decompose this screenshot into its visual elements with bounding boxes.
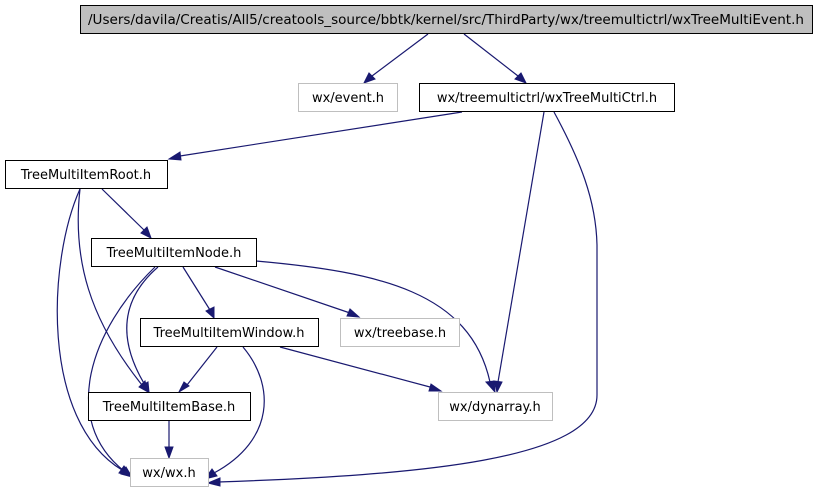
edge-itemnode-itemwindow: [182, 266, 211, 311]
node-root-file-box: [80, 5, 813, 34]
node-wx-event[interactable]: wx/event.h: [298, 83, 398, 112]
node-wx-treebase-label: wx/treebase.h: [354, 326, 446, 341]
edge-itemnode-treebase-arrowhead: [346, 308, 361, 318]
node-treemultiitemnode-box: [91, 238, 257, 267]
edge-itemnode-treebase: [214, 266, 351, 314]
node-treemultiitemnode-label: TreeMultiItemNode.h: [106, 246, 242, 261]
node-treemultiitemroot-box: [5, 160, 168, 189]
edge-ctrl-wx: [217, 111, 598, 483]
node-wx-treebase[interactable]: wx/treebase.h: [340, 318, 460, 347]
edge-itemroot-itemnode-arrowhead: [140, 226, 152, 240]
edge-itemnode-wx-arrowhead: [120, 466, 134, 478]
edge-itemroot-wx: [56, 188, 123, 471]
edge-itemwindow-itembase-arrowhead: [177, 381, 190, 394]
node-wx-event-label: wx/event.h: [312, 91, 384, 106]
node-wx-dynarray-label: wx/dynarray.h: [449, 400, 541, 415]
edge-itemnode-dynarray-arrowhead: [484, 380, 496, 394]
node-wxtreemultictrl-box: [419, 83, 675, 112]
edge-ctrl-dynarray-arrowhead: [493, 380, 503, 394]
nodes-layer: /Users/davila/Creatis/All5/creatools_sou…: [5, 5, 813, 487]
node-treemultiitemwindow[interactable]: TreeMultiItemWindow.h: [140, 318, 319, 347]
node-root-file[interactable]: /Users/davila/Creatis/All5/creatools_sou…: [80, 5, 813, 34]
edge-itembase-wx-arrowhead: [164, 446, 174, 460]
edge-itemnode-wx: [88, 266, 156, 472]
edge-itemnode-itembase-arrowhead: [140, 381, 150, 394]
node-treemultiitemwindow-box: [140, 318, 319, 347]
edge-itemnode-itemwindow-arrowhead: [205, 306, 215, 320]
node-wx-wx-label: wx/wx.h: [142, 466, 195, 481]
edge-itemroot-itembase: [77, 188, 143, 386]
node-treemultiitemroot[interactable]: TreeMultiItemRoot.h: [5, 160, 168, 189]
edge-root-ctrl-arrowhead: [514, 72, 528, 84]
edge-itemwindow-itembase: [186, 346, 218, 386]
edge-ctrl-itemroot-arrowhead: [167, 151, 182, 161]
node-treemultiitembase-label: TreeMultiItemBase.h: [102, 400, 235, 415]
node-wx-wx[interactable]: wx/wx.h: [130, 458, 209, 487]
node-wx-event-box: [298, 83, 398, 112]
node-root-file-label: /Users/davila/Creatis/All5/creatools_sou…: [88, 13, 804, 28]
edge-itemnode-dynarray: [255, 260, 491, 383]
edge-itemwindow-dynarray: [279, 346, 431, 388]
edge-itemroot-itemnode: [101, 188, 145, 231]
node-wxtreemultictrl-label: wx/treemultictrl/wxTreeMultiCtrl.h: [437, 91, 657, 106]
edge-ctrl-dynarray: [497, 111, 545, 383]
node-wx-dynarray-box: [438, 392, 553, 421]
node-wx-treebase-box: [340, 318, 460, 347]
edge-root-event: [371, 33, 429, 77]
node-treemultiitemroot-label: TreeMultiItemRoot.h: [20, 168, 151, 183]
edge-itemnode-itembase: [126, 266, 159, 386]
node-wx-dynarray[interactable]: wx/dynarray.h: [438, 392, 553, 421]
node-wx-wx-box: [130, 458, 209, 487]
edge-itemwindow-dynarray-arrowhead: [428, 383, 443, 392]
edge-ctrl-itemroot: [179, 111, 463, 157]
node-treemultiitemwindow-label: TreeMultiItemWindow.h: [153, 326, 305, 341]
edge-root-ctrl: [463, 33, 519, 77]
node-treemultiitembase-box: [88, 392, 251, 421]
edge-itemwindow-wx: [213, 346, 265, 474]
node-treemultiitembase[interactable]: TreeMultiItemBase.h: [88, 392, 251, 421]
edge-ctrl-wx-arrowhead: [206, 477, 221, 487]
edge-root-event-arrowhead: [362, 72, 376, 84]
node-wxtreemultictrl[interactable]: wx/treemultictrl/wxTreeMultiCtrl.h: [419, 83, 675, 112]
node-treemultiitemnode[interactable]: TreeMultiItemNode.h: [91, 238, 257, 267]
